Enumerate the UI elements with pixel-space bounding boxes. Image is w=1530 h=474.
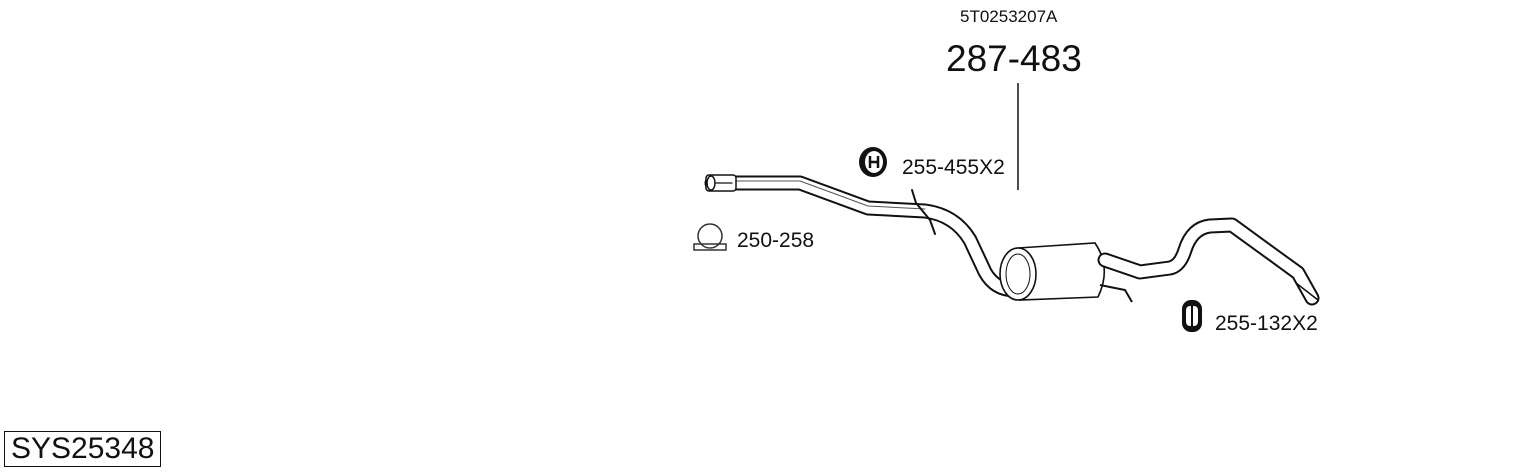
part-label-hanger[interactable]: 255-455X2 (902, 156, 1005, 179)
oe-number: 5T0253207A (960, 7, 1058, 26)
main-part-number[interactable]: 287-483 (946, 38, 1082, 79)
system-code: SYS25348 (4, 431, 162, 467)
rear-muffler (999, 242, 1133, 303)
tail-pipe (1097, 217, 1320, 306)
part-label-clamp[interactable]: 250-258 (737, 229, 815, 252)
rubber-hanger-icon (859, 147, 887, 177)
front-pipe (704, 174, 1023, 298)
rubber-mount-icon (1182, 300, 1202, 332)
part-label-mount[interactable]: 255-132X2 (1215, 312, 1318, 335)
clamp-icon (693, 223, 727, 251)
